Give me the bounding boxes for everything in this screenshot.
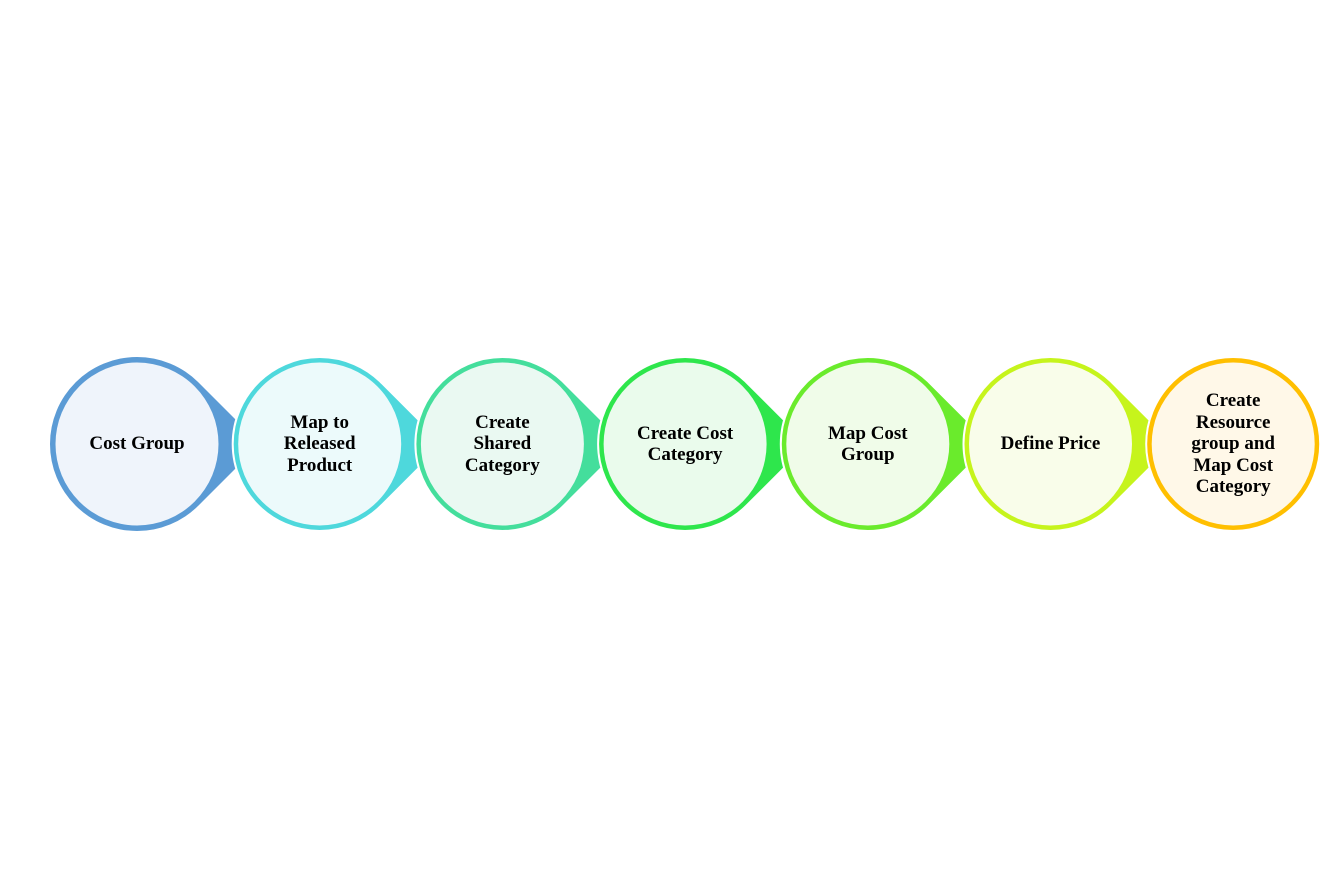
step-inner-circle <box>603 362 767 526</box>
step-label: Cost Group <box>89 433 185 455</box>
step-label: Map to Released Product <box>283 411 356 476</box>
step-inner-circle <box>238 362 402 526</box>
step-shape <box>414 356 627 532</box>
step-shape <box>597 356 810 532</box>
step-inner-circle <box>1151 362 1315 526</box>
step-inner-circle <box>420 362 584 526</box>
step-shape <box>49 357 261 531</box>
step-label: Create Cost Category <box>636 422 734 466</box>
step-label: Map Cost Group <box>827 422 908 466</box>
step-inner-circle <box>969 362 1132 526</box>
step-label: Create Shared Category <box>464 411 540 476</box>
step-shape <box>962 356 1175 532</box>
step-inner-circle <box>786 362 950 526</box>
step-shape <box>779 356 993 532</box>
step-shape <box>1145 356 1322 532</box>
step-label: Define Price <box>1000 433 1101 455</box>
step-shape <box>231 356 445 532</box>
step-label: Create Resource group and Map Cost Categ… <box>1191 390 1275 498</box>
step-inner-circle <box>55 362 219 526</box>
